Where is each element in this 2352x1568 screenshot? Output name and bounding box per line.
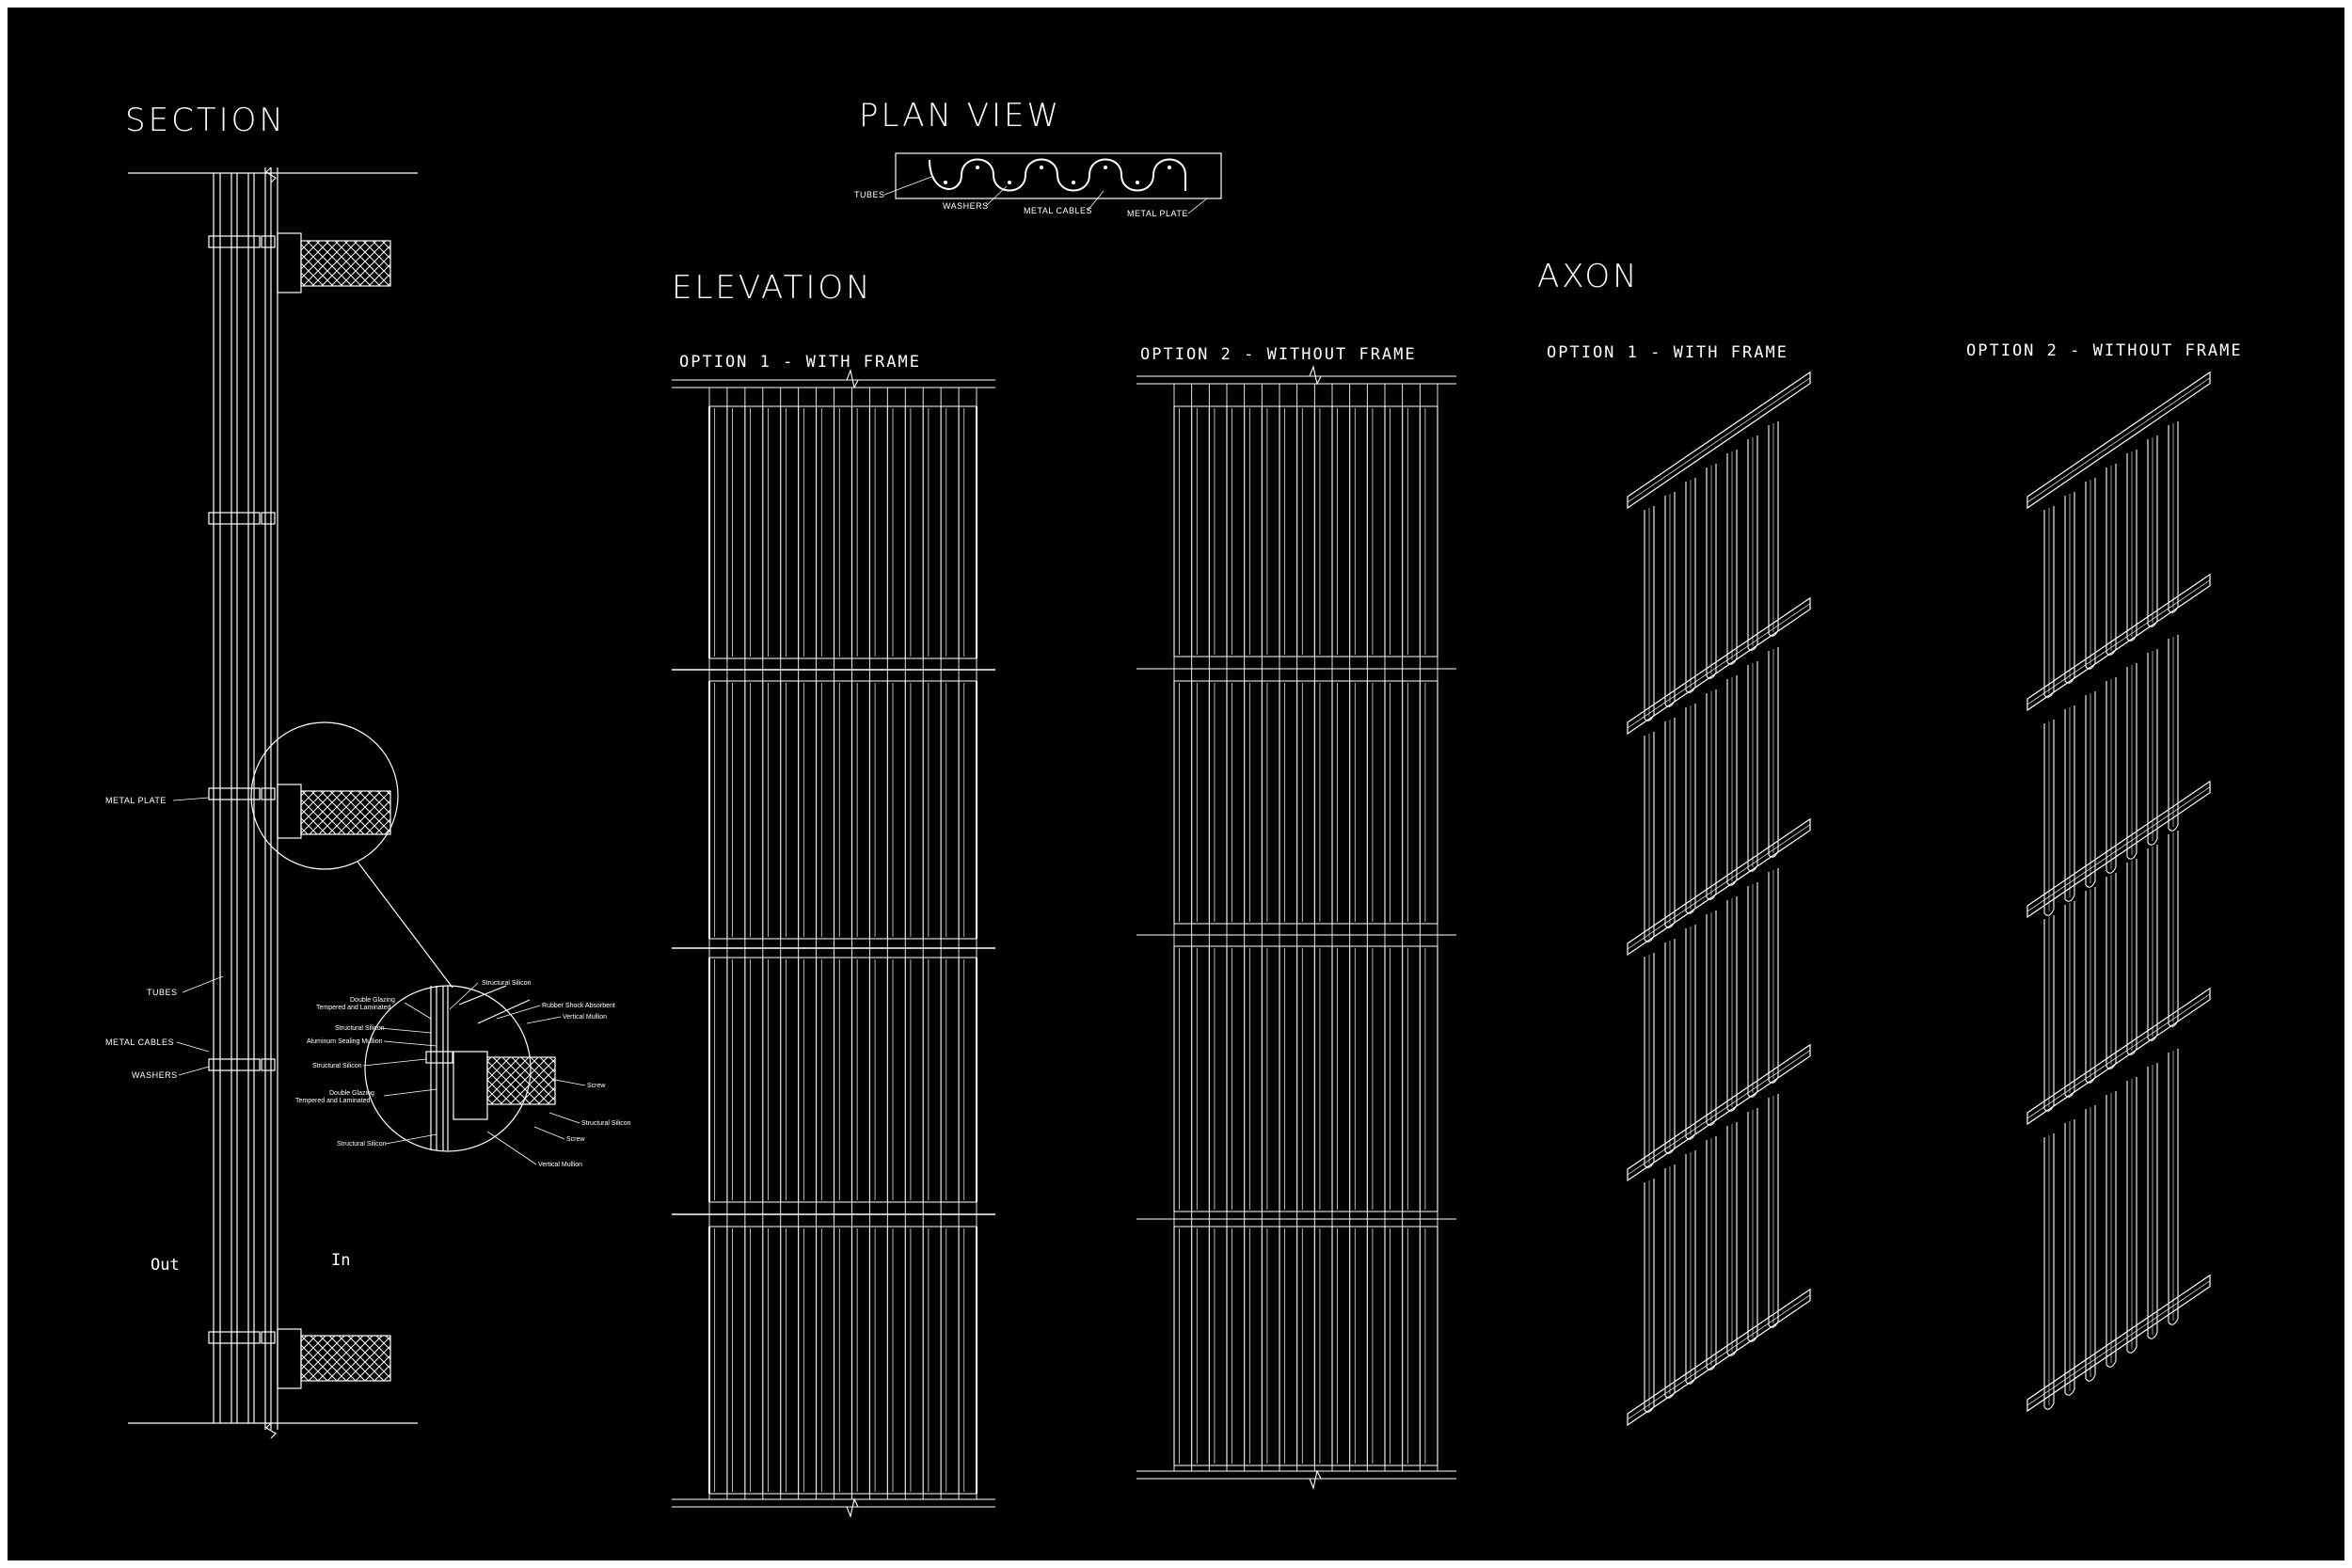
label-tubes: TUBES	[147, 988, 178, 997]
svg-text:Structural Silicon: Structural Silicon	[312, 1063, 362, 1069]
plan-label-metal-plate: METAL PLATE	[1127, 209, 1188, 218]
label-in: In	[331, 1251, 350, 1270]
elevation-option2-drawing	[1136, 365, 1456, 1490]
plan-view-title: PLAN VIEW	[859, 97, 1061, 135]
axon-option2-label: OPTION 2 - WITHOUT FRAME	[1966, 341, 2243, 360]
elevation-option2-label: OPTION 2 - WITHOUT FRAME	[1140, 345, 1417, 364]
svg-text:Screw: Screw	[566, 1136, 585, 1143]
axon-title: AXON	[1537, 258, 1640, 295]
plan-washers	[944, 166, 1171, 184]
svg-text:Structural Silicon: Structural Silicon	[482, 980, 532, 987]
architectural-drawing: SECTION	[105, 97, 2243, 1518]
elevation-option1-label: OPTION 1 - WITH FRAME	[679, 353, 921, 372]
plan-label-washers: WASHERS	[943, 201, 989, 211]
detail-enlarged-content	[425, 985, 556, 1150]
detail-annotations: Structural Silicon Double Glazing Temper…	[295, 980, 631, 1168]
svg-text:Structural Silicon: Structural Silicon	[335, 1025, 385, 1032]
svg-text:Double Glazing: Double Glazing	[350, 997, 395, 1004]
plan-view: PLAN VIEW TUBES WASHERS METAL CABLES MET…	[854, 97, 1222, 218]
break-mark-bottom	[265, 1422, 277, 1439]
label-metal-plate: METAL PLATE	[105, 796, 167, 805]
section-title: SECTION	[125, 102, 286, 139]
section-facade-lines	[213, 167, 278, 1430]
section-view: SECTION	[105, 102, 631, 1439]
elevation-title: ELEVATION	[672, 269, 873, 307]
elevation-view: ELEVATION OPTION 1 - WITH FRAME OPTION 2…	[672, 269, 1456, 1518]
label-metal-cables: METAL CABLES	[105, 1037, 174, 1047]
cable-joints	[208, 235, 276, 1344]
plan-tubes-wave	[929, 158, 1186, 192]
svg-text:Structural Silicon: Structural Silicon	[581, 1120, 631, 1127]
break-mark-top	[265, 166, 277, 183]
label-out: Out	[151, 1256, 180, 1275]
svg-text:Vertical Mullion: Vertical Mullion	[563, 1014, 607, 1021]
svg-text:Screw: Screw	[587, 1083, 606, 1089]
axon-view: AXON OPTION 1 - WITH FRAME OPTION 2 - WI…	[1537, 258, 2243, 1427]
plan-metal-plate	[895, 152, 1222, 199]
svg-text:Double Glazing: Double Glazing	[329, 1090, 374, 1097]
svg-text:Vertical Mullion: Vertical Mullion	[538, 1162, 582, 1168]
svg-text:Structural Silicon: Structural Silicon	[337, 1141, 387, 1148]
svg-text:Tempered and Laminated: Tempered and Laminated	[295, 1098, 370, 1104]
plan-label-metal-cables: METAL CABLES	[1024, 206, 1092, 215]
axon-option2-drawing	[2026, 371, 2211, 1413]
axon-option1-drawing	[1627, 371, 1811, 1427]
detail-leader	[357, 861, 453, 989]
svg-text:Rubber Shock Absorbent: Rubber Shock Absorbent	[542, 1003, 615, 1009]
elevation-option1-drawing	[672, 369, 995, 1518]
floor-slabs	[277, 232, 391, 1389]
plan-label-tubes: TUBES	[854, 190, 885, 199]
svg-text:Aluminum Sealing Mullion: Aluminum Sealing Mullion	[307, 1038, 383, 1045]
svg-text:Tempered and Laminated: Tempered and Laminated	[316, 1005, 390, 1011]
axon-option1-label: OPTION 1 - WITH FRAME	[1547, 343, 1788, 362]
label-washers: WASHERS	[132, 1070, 178, 1080]
detail-callout-circle	[250, 721, 399, 870]
